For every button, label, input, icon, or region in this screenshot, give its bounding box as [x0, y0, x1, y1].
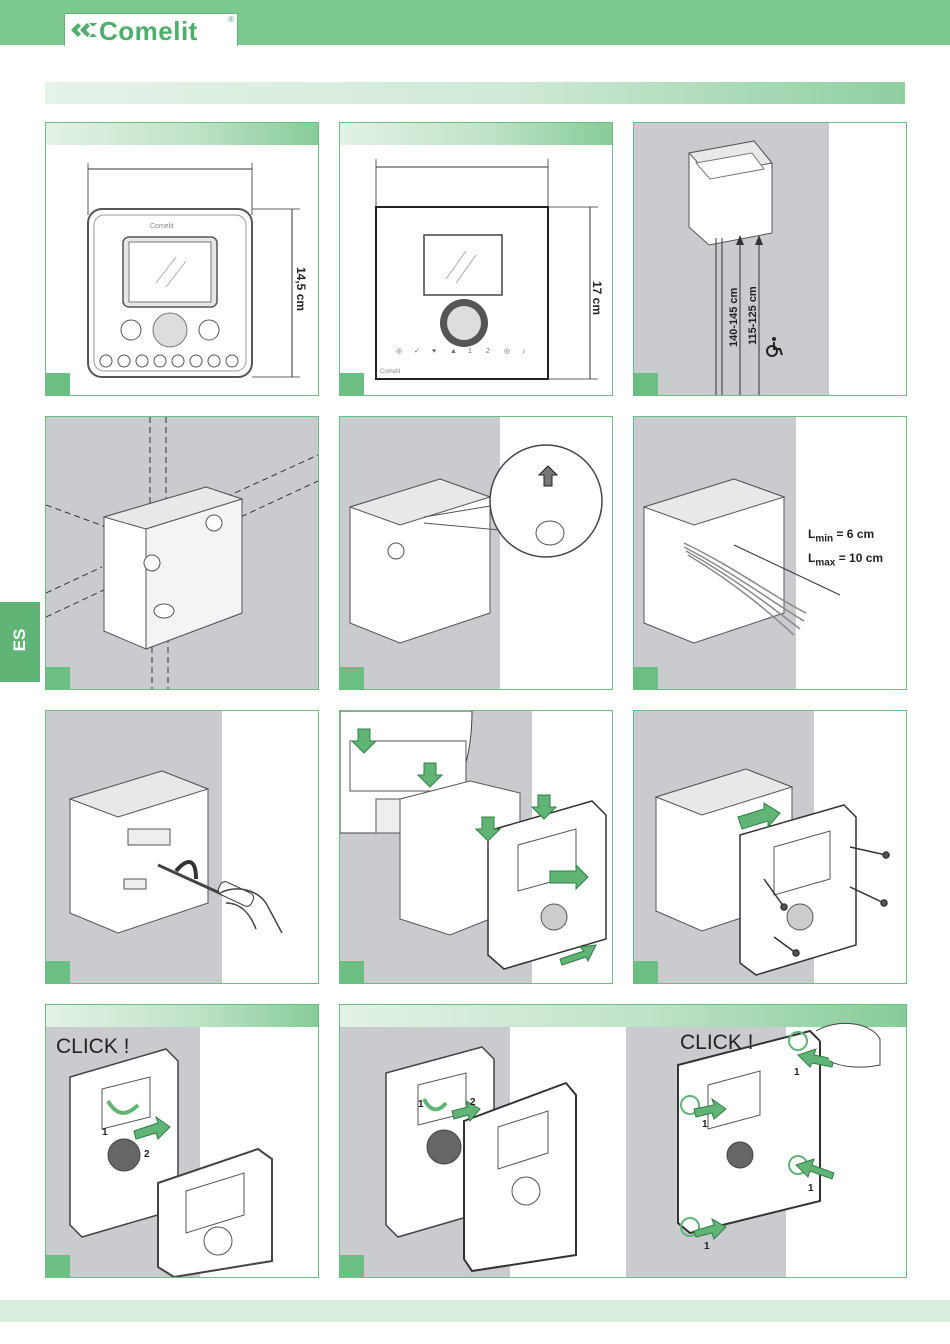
- svg-text:Comelit: Comelit: [150, 223, 174, 230]
- step-number-1: 1: [808, 1183, 814, 1194]
- step-number-2: 2: [470, 1097, 476, 1108]
- language-code: ES: [10, 620, 30, 660]
- step-marker: [340, 373, 364, 395]
- step-marker: [46, 961, 70, 983]
- step-marker: [634, 667, 658, 689]
- frame-front-drawing: ◎ ✓ ♥ ▲ 1 2 ◎ ♪ Comelit: [340, 123, 612, 395]
- box-orientation-drawing: [340, 417, 612, 689]
- bracket-installation-drawing: [340, 711, 612, 983]
- lmax-label: Lmax = 10 cm: [808, 551, 883, 568]
- panel-box-orientation: [339, 416, 613, 690]
- svg-text:1: 1: [468, 348, 472, 355]
- comelit-logo-icon: [69, 20, 99, 40]
- step-marker: [340, 667, 364, 689]
- panel-cable-length: Lmin = 6 cm Lmax = 10 cm: [633, 416, 907, 690]
- click-label: CLICK !: [56, 1035, 130, 1059]
- step-marker: [46, 667, 70, 689]
- panel-wiring: [45, 710, 319, 984]
- step-number-1: 1: [704, 1241, 710, 1252]
- panel-mounting-height: 140-145 cm 115-125 cm: [633, 122, 907, 396]
- step-marker: [46, 373, 70, 395]
- frame-fitting-drawing: [340, 1005, 906, 1277]
- height-accessible-label: 115-125 cm: [747, 286, 759, 345]
- panel-snap-monitor: CLICK ! 1 2: [45, 1004, 319, 1278]
- panel-frame-dimensions: ◎ ✓ ♥ ▲ 1 2 ◎ ♪ Comelit 17 cm: [339, 122, 613, 396]
- svg-text:♪: ♪: [522, 348, 526, 355]
- svg-text:2: 2: [486, 348, 490, 355]
- step-number-1: 1: [794, 1067, 800, 1078]
- click-label: CLICK !: [680, 1031, 754, 1055]
- registered-mark: ®: [228, 15, 234, 24]
- monitor-front-drawing: Comelit: [46, 123, 318, 395]
- panel-screw-fixing: [633, 710, 907, 984]
- brand-name: Comelit: [99, 16, 198, 47]
- lmin-label: Lmin = 6 cm: [808, 527, 874, 544]
- hand-icon: [216, 873, 286, 943]
- svg-text:◎: ◎: [504, 348, 510, 355]
- step-marker: [46, 1255, 70, 1277]
- wheelchair-icon: [762, 335, 786, 359]
- footer-bar: [0, 1300, 950, 1322]
- language-tab: ES: [0, 602, 40, 682]
- step-number-1: 1: [102, 1127, 108, 1138]
- brand-logo: Comelit ®: [64, 13, 238, 46]
- step-number-2: 2: [144, 1149, 150, 1160]
- arrow-up-icon: [538, 465, 558, 487]
- frame-height-label: 17 cm: [590, 281, 604, 315]
- panel-frame-fitting: CLICK ! 1 2 1 1 1 1: [339, 1004, 907, 1278]
- step-marker: [634, 373, 658, 395]
- step-number-1: 1: [418, 1099, 424, 1110]
- panel-bracket-installation: [339, 710, 613, 984]
- flush-box-conduits-drawing: [46, 417, 318, 689]
- svg-text:✓: ✓: [414, 348, 420, 355]
- step-marker: [340, 961, 364, 983]
- panel-monitor-dimensions: Comelit 14,5 cm: [45, 122, 319, 396]
- screw-icon: [634, 711, 906, 983]
- svg-text:Comelit: Comelit: [380, 369, 401, 375]
- svg-text:◎: ◎: [396, 348, 402, 355]
- svg-text:♥: ♥: [432, 348, 436, 355]
- svg-text:▲: ▲: [450, 348, 457, 355]
- step-marker: [634, 961, 658, 983]
- title-bar: [45, 82, 905, 104]
- monitor-height-label: 14,5 cm: [294, 267, 308, 311]
- height-standard-label: 140-145 cm: [728, 288, 740, 347]
- step-marker: [340, 1255, 364, 1277]
- step-number-1: 1: [702, 1119, 708, 1130]
- panel-flush-box-conduits: [45, 416, 319, 690]
